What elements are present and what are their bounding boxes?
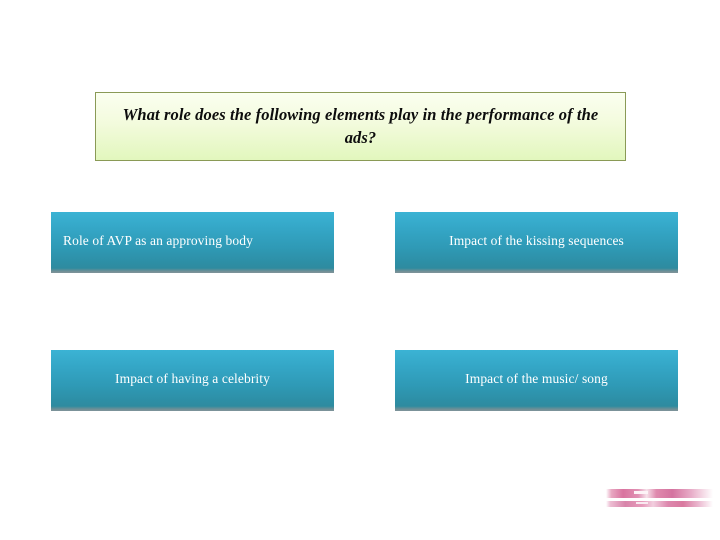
item-label: Impact of the kissing sequences <box>449 232 624 248</box>
pink-stripe-lower <box>606 501 713 507</box>
item-box-kissing-sequences[interactable]: Impact of the kissing sequences <box>395 212 678 273</box>
pink-stripe-upper <box>606 489 713 498</box>
pink-stripe-artifact <box>606 486 713 510</box>
item-box-role-of-avp[interactable]: Role of AVP as an approving body <box>51 212 334 273</box>
item-label: Impact of having a celebrity <box>115 370 270 386</box>
item-box-music-song[interactable]: Impact of the music/ song <box>395 350 678 411</box>
question-title-box: What role does the following elements pl… <box>95 92 626 161</box>
page-title: What role does the following elements pl… <box>122 104 599 147</box>
item-label: Role of AVP as an approving body <box>63 232 253 248</box>
item-label: Impact of the music/ song <box>465 370 608 386</box>
item-box-having-a-celebrity[interactable]: Impact of having a celebrity <box>51 350 334 411</box>
